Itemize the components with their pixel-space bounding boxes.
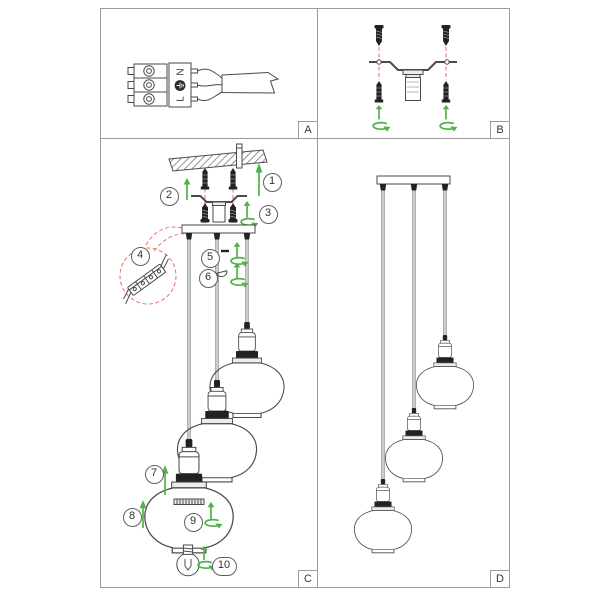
up-arrow-icon: [374, 104, 384, 121]
panel-a-wiring: N L A: [101, 9, 318, 139]
rotate-arrow-icon: [204, 518, 224, 530]
step-5-badge: 5: [200, 248, 220, 268]
rotate-arrow-icon: [439, 121, 459, 133]
pendant-right: [415, 334, 475, 410]
up-arrow-icon: [232, 262, 242, 279]
wall-anchor-icon: [200, 167, 210, 190]
panel-d-label: D: [490, 570, 509, 587]
panel-c-steps: 1 2 3 4 5 6 7 8 9 10 C: [101, 139, 318, 587]
wiring-detail-callout: [119, 226, 188, 305]
earth-icon: [174, 80, 186, 91]
pendant-middle: [384, 407, 444, 483]
canopy: [376, 175, 451, 191]
wall-anchor-icon: [228, 167, 238, 190]
wall-anchor-icon: [441, 80, 451, 103]
pendant-cords: [381, 190, 447, 479]
step-8-badge: 8: [122, 507, 142, 527]
live-label: L: [176, 96, 187, 102]
shade-retaining-ring: [173, 498, 205, 505]
step-9-badge: 9: [183, 512, 203, 532]
panel-a-label: A: [298, 121, 317, 138]
panel-c-drawing: [119, 143, 285, 577]
screw-in-ceiling: [236, 143, 243, 169]
up-arrow-icon: [206, 501, 216, 521]
up-arrow-icon: [182, 177, 192, 201]
neutral-label: N: [176, 68, 187, 75]
screw-icon: [228, 202, 238, 223]
step-6-badge: 6: [198, 268, 218, 288]
pendant-lowest: [144, 438, 234, 554]
up-arrow-icon: [441, 104, 451, 121]
terminal-block: [127, 63, 168, 107]
cable-wires: [190, 68, 280, 102]
panel-a-drawing: N L: [127, 62, 280, 108]
up-arrow-icon: [242, 200, 252, 219]
wall-anchor-icon: [374, 80, 384, 103]
screw-icon: [441, 24, 451, 47]
ceiling-slab: [168, 149, 268, 172]
terminal-label-plate: N L: [168, 62, 192, 108]
canopy: [181, 224, 256, 240]
light-bulb: [176, 544, 200, 577]
step-1-badge: 1: [262, 172, 282, 192]
up-arrow-icon: [232, 241, 242, 259]
pendant-lowest: [353, 478, 413, 554]
panel-d-result: D: [318, 139, 509, 587]
step-4-badge: 4: [130, 246, 150, 266]
step-2-badge: 2: [159, 186, 179, 206]
step-3-badge: 3: [258, 204, 278, 224]
up-arrow-icon: [254, 161, 264, 198]
instruction-sheet: N L A: [100, 8, 510, 588]
connector-detail: [123, 254, 169, 304]
panel-b-drawing: [369, 24, 459, 133]
mounting-bracket: [369, 59, 457, 101]
mounting-bracket: [191, 195, 247, 223]
screw-icon: [200, 202, 210, 223]
panel-b-label: B: [490, 121, 509, 138]
panel-c-label: C: [298, 570, 317, 587]
step-10-badge: 10: [211, 556, 237, 576]
panel-b-bracket: B: [318, 9, 509, 139]
step-7-badge: 7: [144, 464, 164, 484]
screw-icon: [374, 24, 384, 47]
rotate-arrow-icon: [372, 121, 392, 133]
panel-d-drawing: [353, 175, 475, 554]
